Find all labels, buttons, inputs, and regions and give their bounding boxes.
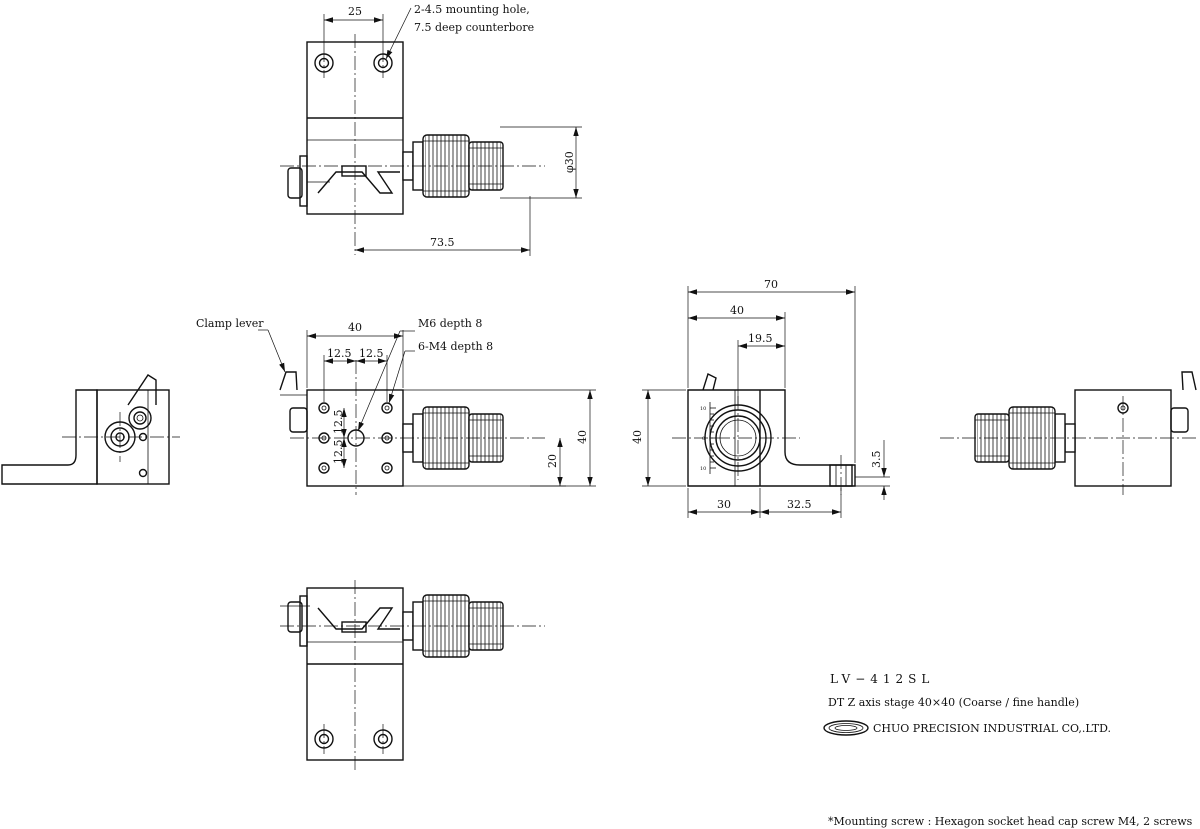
product-description: DT Z axis stage 40×40 (Coarse / fine han… <box>828 696 1079 709</box>
note-mounting-screw: *Mounting screw : Hexagon socket head ca… <box>828 815 1193 828</box>
top-view: 25 2-4.5 mounting hole, 7.5 deep counter… <box>280 3 582 256</box>
vernier-scale: 10 0 10 <box>700 406 716 472</box>
note-clamp-lever: Clamp lever <box>196 317 264 330</box>
dim-front-40-width: 40 <box>348 321 362 334</box>
dim-top-25: 25 <box>348 5 362 18</box>
dim-front-12-5-v1: 12.5 <box>332 410 345 435</box>
dim-side-30: 30 <box>717 498 731 511</box>
dim-front-12-5-left: 12.5 <box>327 347 352 360</box>
scale-tick-bottom: 10 <box>700 466 706 472</box>
side-view: 10 0 10 70 40 19.5 40 3 <box>631 278 890 518</box>
note-m4: 6-M4 depth 8 <box>418 340 493 353</box>
dim-side-19-5: 19.5 <box>748 332 773 345</box>
dim-side-70: 70 <box>764 278 778 291</box>
company-name: CHUO PRECISION INDUSTRIAL CO,.LTD. <box>873 722 1111 735</box>
dim-side-40-height: 40 <box>631 430 644 444</box>
dim-front-12-5-right: 12.5 <box>359 347 384 360</box>
dim-front-20: 20 <box>546 454 559 468</box>
note-mounting-hole-1: 2-4.5 mounting hole, <box>414 3 530 16</box>
bottom-view <box>280 580 545 770</box>
dim-side-40: 40 <box>730 304 744 317</box>
scale-tick-mid: 0 <box>702 436 705 442</box>
left-side-view <box>1 374 180 485</box>
front-view: 40 12.5 12.5 12.5 12.5 M6 depth 8 6-M4 d… <box>196 317 596 495</box>
dim-top-phi30: φ30 <box>563 151 576 173</box>
dim-side-32-5: 32.5 <box>787 498 812 511</box>
chuo-logo-icon <box>823 720 869 736</box>
dim-front-12-5-v2: 12.5 <box>332 440 345 465</box>
dim-front-40-height: 40 <box>576 430 589 444</box>
model-number: LV−412SL <box>830 672 934 686</box>
note-m6: M6 depth 8 <box>418 317 482 330</box>
dim-top-73-5: 73.5 <box>430 236 455 249</box>
note-mounting-hole-2: 7.5 deep counterbore <box>414 21 534 34</box>
dim-side-3-5: 3.5 <box>870 451 883 469</box>
scale-tick-top: 10 <box>700 406 706 412</box>
title-block: LV−412SL DT Z axis stage 40×40 (Coarse /… <box>823 672 1193 828</box>
back-view <box>940 371 1197 495</box>
